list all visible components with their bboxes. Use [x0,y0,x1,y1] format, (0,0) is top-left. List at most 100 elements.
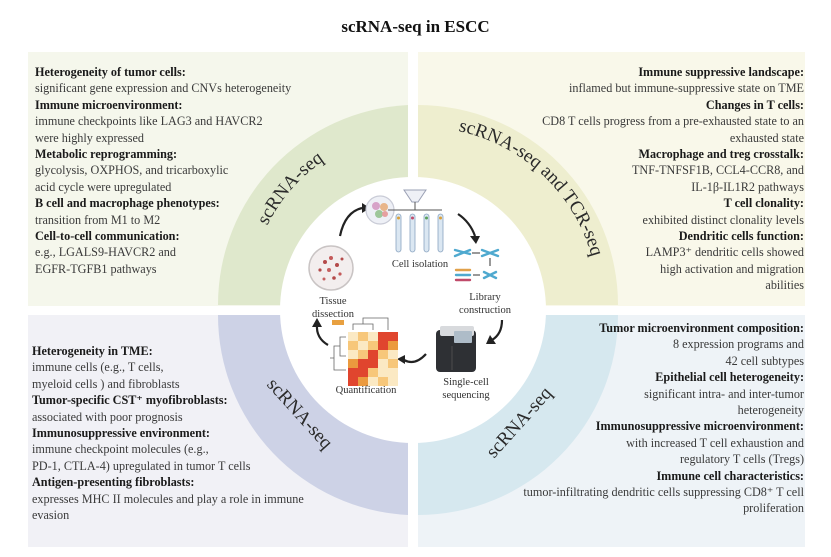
heatmap-cell [358,377,368,386]
finding-text: with increased T cell exhaustion and [626,435,804,450]
finding-text: acid cycle were upregulated [35,179,172,194]
finding-heading: Immune cell characteristics: [656,468,804,483]
findings-top-right: Immune suppressive landscape: inflamed bu… [474,64,804,294]
finding-text: myeloid cells ) and fibroblasts [32,376,180,391]
heatmap-cell [378,377,388,386]
finding-text: transition from M1 to M2 [35,212,161,227]
dna-library-icon [453,248,500,282]
finding-text: TNF-TNFSF1B, CCL4-CCR8, and [631,163,804,178]
heatmap-cell [388,350,398,359]
finding-heading: Immune suppressive landscape: [638,65,804,79]
finding-text: proliferation [743,501,804,516]
finding-heading: Epithelial cell heterogeneity: [655,370,804,385]
finding-text: immune cells (e.g., T cells, [32,360,164,375]
finding-text: significant gene expression and CNVs het… [35,81,292,96]
heatmap-cell [388,332,398,341]
step-label-quantification: Quantification [336,385,397,396]
finding-text: were highly expressed [35,130,144,145]
heatmap-cell [388,377,398,386]
finding-heading: Immune microenvironment: [35,97,183,112]
heatmap-cell [388,341,398,350]
finding-text: abilities [765,278,804,293]
finding-text: exhibited distinct clonality levels [642,212,804,227]
finding-text: IL-1β-IL1R2 pathways [691,179,804,194]
finding-text: CD8 T cells progress from a pre-exhauste… [542,114,804,129]
finding-text: EGFR-TGFB1 pathways [35,261,157,276]
heatmap-cell [348,368,358,377]
heatmap-cell [358,341,368,350]
finding-text: inflamed but immune-suppressive state on… [568,81,804,96]
heatmap-cell [378,341,388,350]
heatmap-cell [378,359,388,368]
step-label-cell-isolation: Cell isolation [392,259,449,270]
heatmap-cell [348,332,358,341]
finding-heading: Macrophage and treg crosstalk: [638,147,804,162]
finding-text: exhausted state [729,130,804,145]
heatmap-cell [378,350,388,359]
figure-title: scRNA-seq in ESCC [341,17,490,36]
finding-text: expresses MHC II molecules and play a ro… [32,491,304,506]
finding-text: 8 expression programs and [673,337,804,352]
petri-dish-icon [308,245,354,291]
heatmap-cell [378,332,388,341]
heatmap-cell [368,368,378,377]
cell-isolation-icon [388,189,444,253]
finding-text: high activation and migration [660,261,804,276]
arrow-icon [457,213,477,237]
heatmap-cell [378,368,388,377]
findings-bottom-left: Heterogeneity in TME: immune cells (e.g.,… [32,343,332,523]
arrowhead-icon [397,355,405,364]
sequencer-icon [436,326,476,372]
finding-heading: Changes in T cells: [705,97,804,112]
finding-heading: Immunosuppressive environment: [32,426,210,441]
arrow-icon [315,324,329,346]
finding-heading: Tumor microenvironment composition: [599,321,804,335]
finding-heading: Heterogeneity of tumor cells: [35,65,186,79]
heatmap-cell [348,377,358,386]
arrowhead-icon [470,236,480,244]
finding-text: immune checkpoint molecules (e.g., [32,442,209,457]
heatmap-cell [348,341,358,350]
finding-text: 42 cell subtypes [725,353,804,368]
finding-heading: Dendritic cells function: [678,229,804,244]
workflow-center [280,177,546,443]
heatmap-cell [358,332,368,341]
arrowhead-icon [312,318,322,327]
finding-heading: T cell clonality: [723,196,804,211]
findings-bottom-right: Tumor microenvironment composition: 8 exp… [464,320,804,517]
arrow-icon [491,319,504,341]
dendrogram-icon [330,317,389,371]
finding-text: evasion [32,508,70,523]
heatmap-cell [368,377,378,386]
arrow-icon [403,353,427,364]
heatmap-cell [358,350,368,359]
finding-text: significant intra- and inter-tumor [644,386,804,401]
finding-text: PD-1, CTLA-4) upregulated in tumor T cel… [32,458,251,473]
finding-text: heterogeneity [737,403,804,418]
finding-text: associated with poor prognosis [32,409,183,424]
heatmap-cell [348,350,358,359]
heatmap-cell [368,359,378,368]
finding-text: tumor-infiltrating dendritic cells suppr… [523,485,804,500]
finding-text: immune checkpoints like LAG3 and HAVCR2 [35,114,263,129]
cell-cluster-icon [365,195,395,225]
finding-text: regulatory T cells (Tregs) [680,452,804,467]
finding-heading: Tumor-specific CST⁺ myofibroblasts: [32,393,228,408]
finding-heading: Antigen-presenting fibroblasts: [32,475,195,490]
heatmap-cell [368,341,378,350]
heatmap-cell [388,368,398,377]
finding-heading: Heterogeneity in TME: [32,344,153,358]
finding-heading: B cell and macrophage phenotypes: [35,196,220,211]
heatmap-cell [358,368,368,377]
arrowhead-icon [486,335,496,344]
heatmap-cell [388,359,398,368]
heatmap-cell [368,350,378,359]
heatmap-cell [368,332,378,341]
heatmap-cell [348,359,358,368]
finding-text: glycolysis, OXPHOS, and tricarboxylic [35,163,229,178]
finding-heading: Immunosuppressive microenvironment: [595,419,804,434]
